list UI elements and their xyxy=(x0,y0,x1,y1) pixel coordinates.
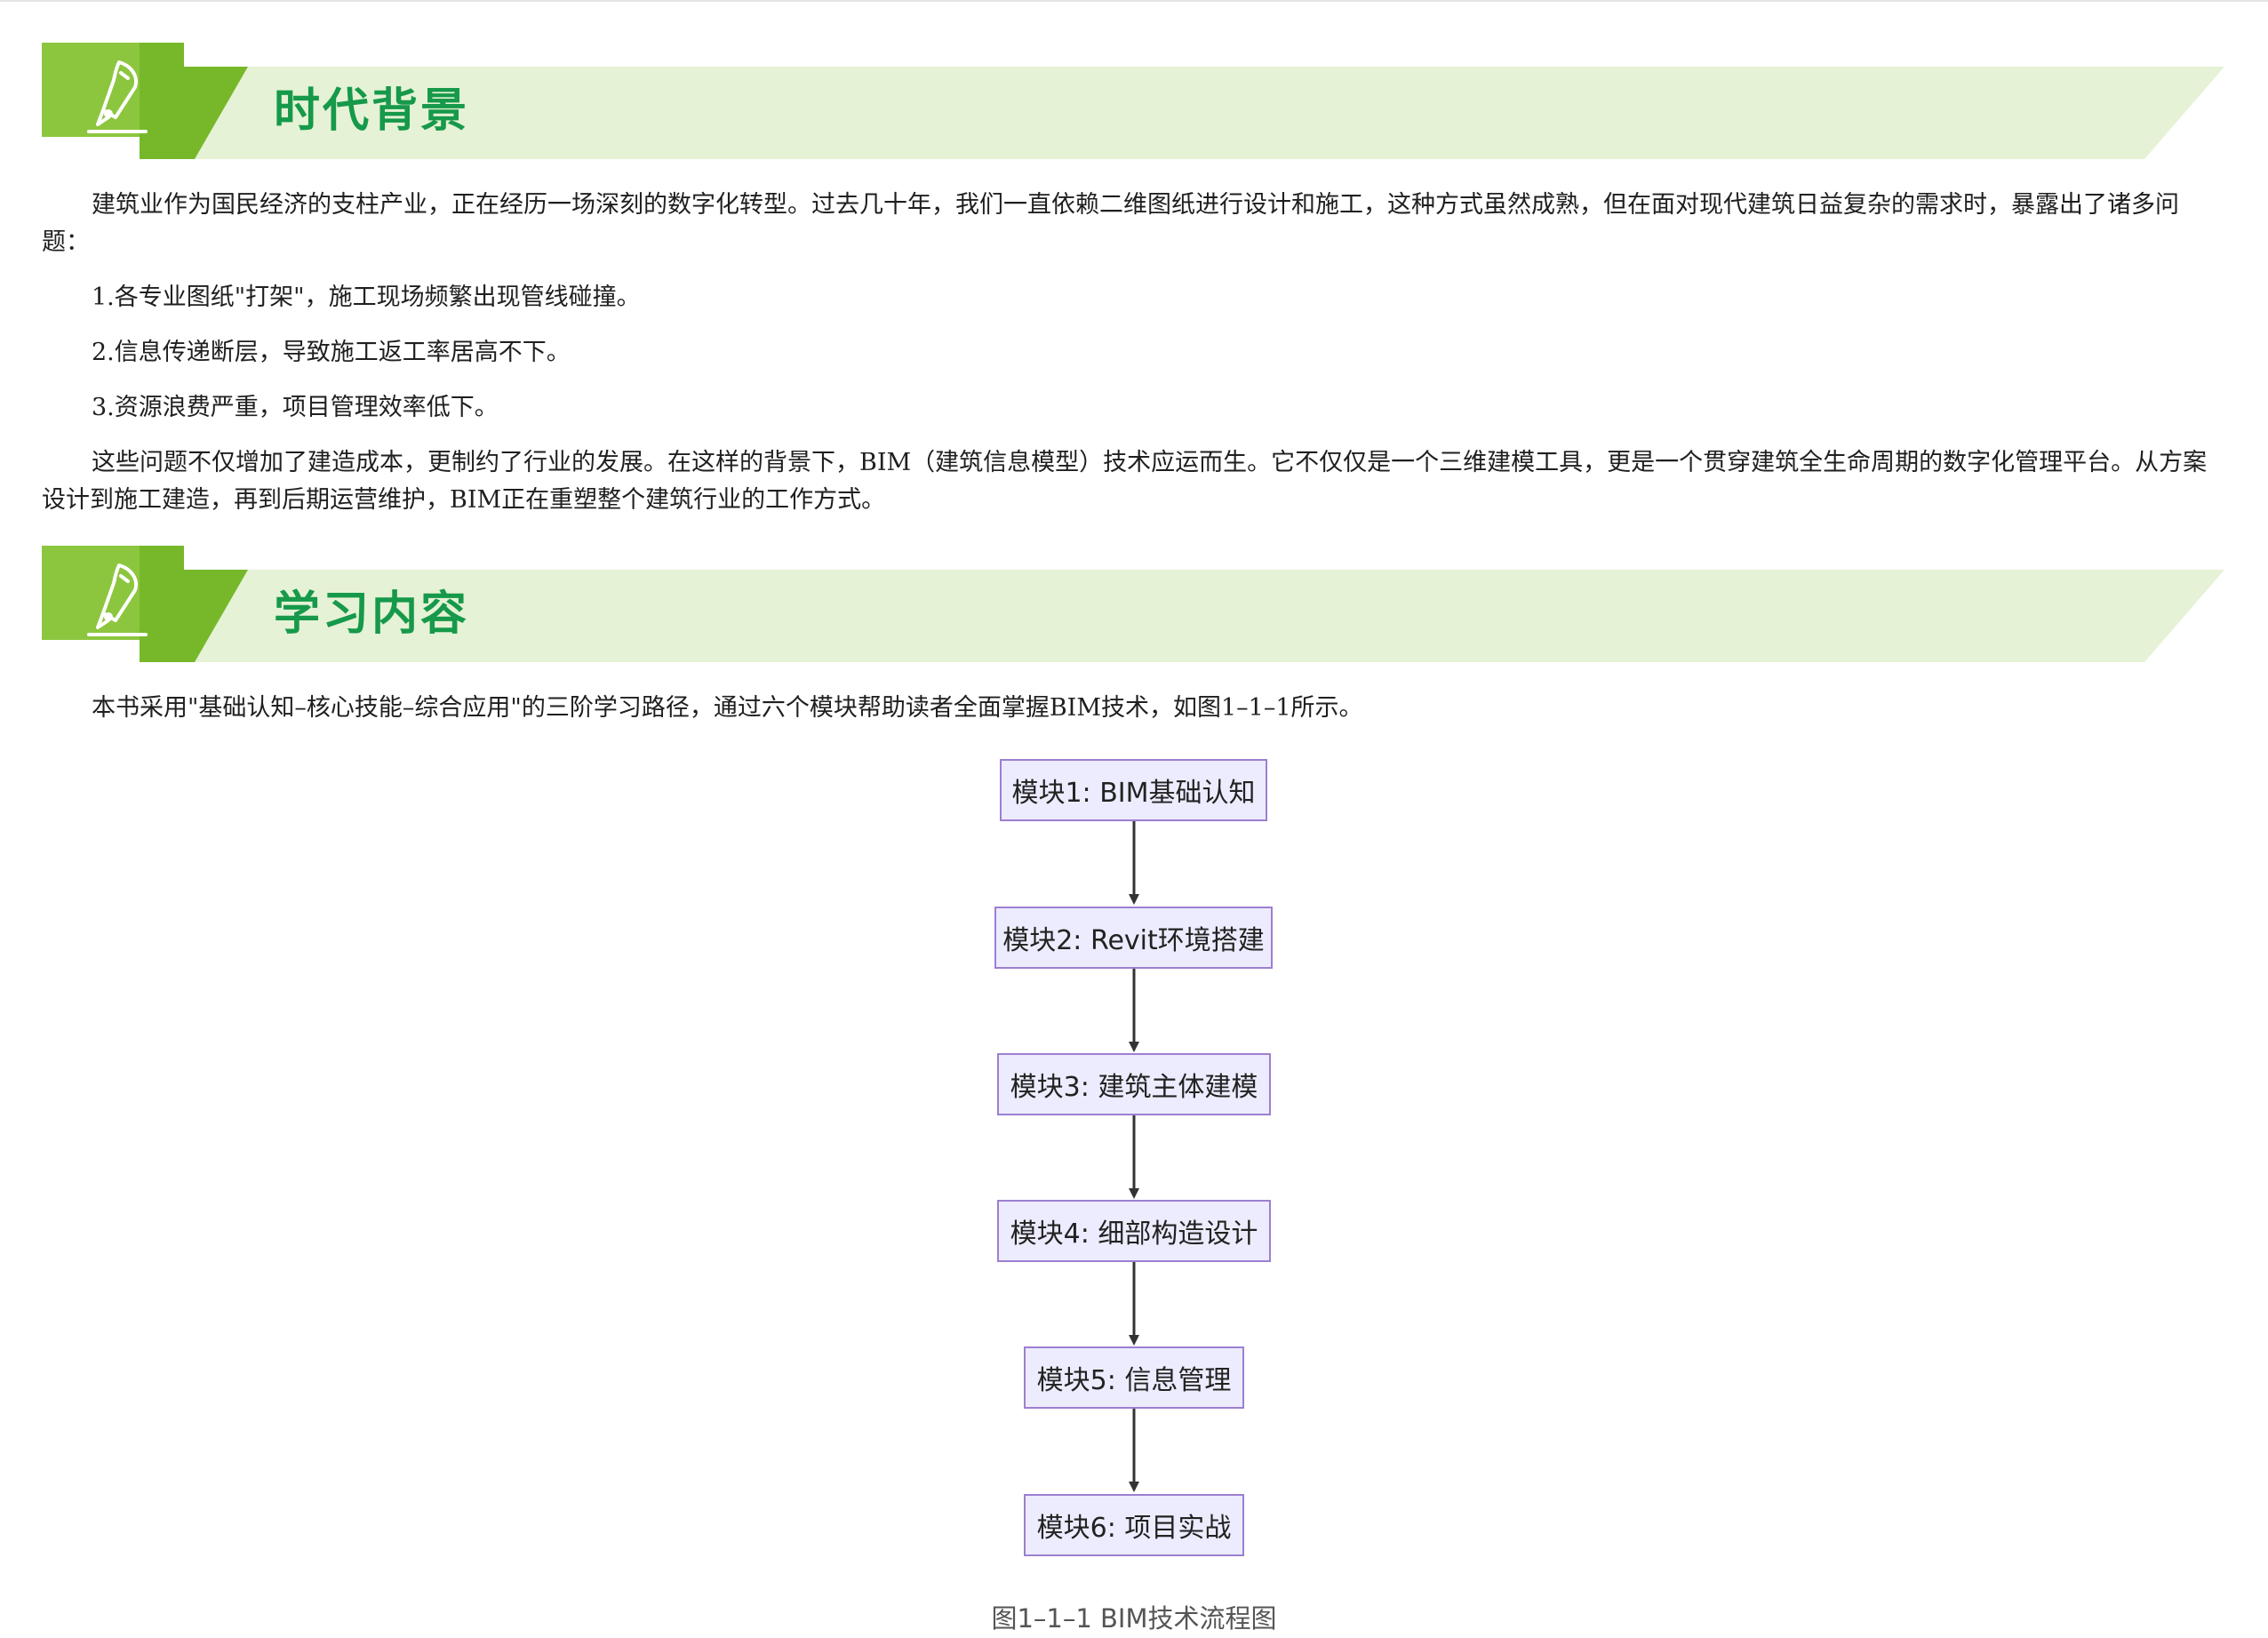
section-title-background: 时代背景 xyxy=(274,84,470,138)
flow-node-4: 模块4: 细部构造设计 xyxy=(997,1200,1271,1262)
learning-intro: 本书采用"基础认知–核心技能–综合应用"的三阶学习路径，通过六个模块帮助读者全面… xyxy=(92,694,1363,722)
flow-node-2: 模块2: Revit环境搭建 xyxy=(994,907,1273,969)
header-band xyxy=(42,546,2224,662)
flow-node-5: 模块5: 信息管理 xyxy=(1024,1346,1244,1409)
flow-node-1: 模块1: BIM基础认知 xyxy=(1000,759,1267,821)
background-conclusion: 这些问题不仅增加了建造成本，更制约了行业的发展。在这样的背景下，BIM（建筑信息… xyxy=(42,449,2208,514)
background-item-3: 3.资源浪费严重，项目管理效率低下。 xyxy=(92,394,499,421)
background-intro: 建筑业作为国民经济的支柱产业，正在经历一场深刻的数字化转型。过去几十年，我们一直… xyxy=(42,191,2179,256)
section-header-background: 时代背景 xyxy=(42,43,2224,180)
section-title-learning: 学习内容 xyxy=(274,587,470,641)
background-item-2: 2.信息传递断层，导致施工返工率居高不下。 xyxy=(92,339,571,366)
figure-caption: 图1–1–1 BIM技术流程图 xyxy=(991,1603,1277,1634)
pen-nib-icon xyxy=(87,563,148,636)
flow-node-6: 模块6: 项目实战 xyxy=(1024,1494,1244,1556)
background-item-1: 1.各专业图纸"打架"，施工现场频繁出现管线碰撞。 xyxy=(92,284,641,311)
section-header-learning: 学习内容 xyxy=(42,546,2224,683)
header-band xyxy=(42,43,2224,159)
top-divider xyxy=(0,0,2268,2)
pen-nib-icon xyxy=(87,60,148,133)
flow-node-3: 模块3: 建筑主体建模 xyxy=(997,1053,1271,1115)
